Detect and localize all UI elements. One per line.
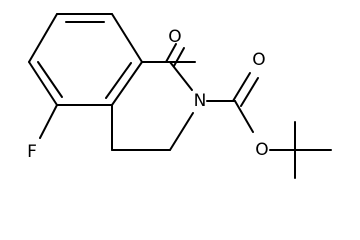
bond-nitrogen-ch2 [169,112,194,151]
bonds [28,13,332,179]
atom-labels: O N O O F [27,27,269,162]
ester-double-oxygen-label: O [252,50,265,70]
ester-single-oxygen-label: O [255,140,268,160]
chemical-structure-diagram: O N O O F [27,13,332,179]
bond-carboxyl-oxygen [234,100,254,133]
bond-carboxyl-double-2 [240,77,259,107]
bond-carboxyl-double-1 [232,72,251,102]
bond-ring-bottom-left-inner [37,61,63,98]
bond-carbon-fluorine [39,104,58,139]
fluorine-label: F [27,142,37,162]
bond-ring-top-right [111,13,143,63]
bond-ring-top-left-vertical [28,13,58,63]
bond-ring-right-shared [111,61,143,106]
bond-ring-right-shared-inner [105,62,132,99]
bond-carbonyl-nitrogen [169,61,193,91]
bond-ring-bottom-left [28,61,58,106]
bond-carbonyl-double-2 [173,47,185,67]
bond-carbonyl-double-1 [165,43,177,63]
carbonyl-oxygen-label: O [168,27,181,47]
nitrogen-label: N [194,91,207,111]
